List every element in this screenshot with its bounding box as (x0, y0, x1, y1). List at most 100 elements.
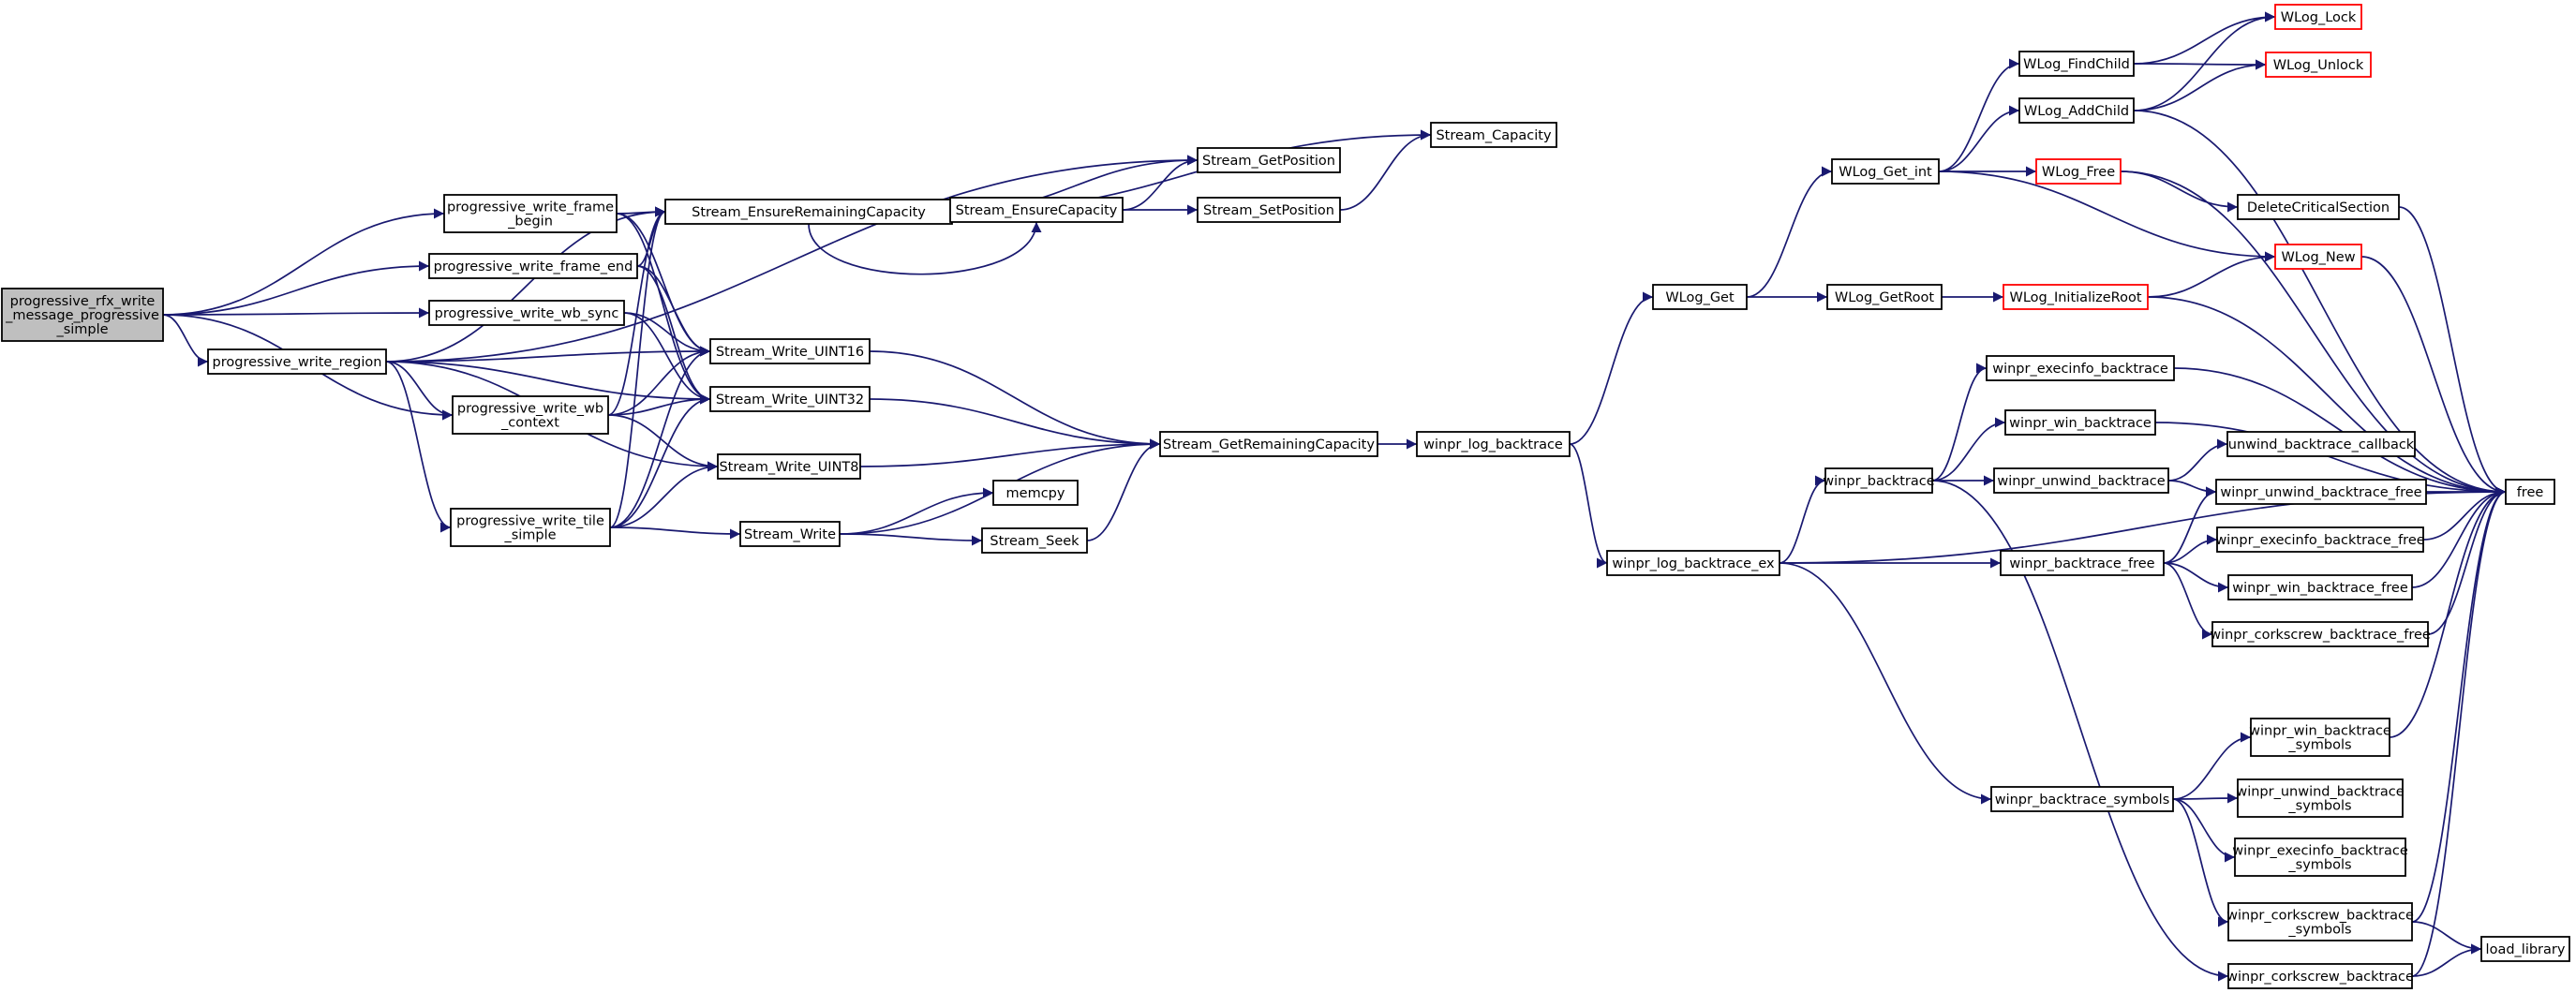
node-pwwc[interactable]: progressive_write_wb_context (452, 395, 609, 435)
node-sW[interactable]: Stream_Write (739, 521, 841, 547)
node-WLAdd[interactable]: WLog_AddChild (2018, 97, 2135, 124)
edge-WLFind-to-WLUnlock (2133, 59, 2267, 70)
node-box (2480, 936, 2570, 962)
node-wwinbt[interactable]: winpr_win_backtrace (2004, 409, 2156, 436)
edge-path (859, 438, 1161, 467)
edge-path (385, 361, 454, 421)
node-sGP[interactable]: Stream_GetPosition (1197, 147, 1341, 173)
edge-sERC-to-sEC (808, 221, 1042, 275)
edge-path (385, 361, 452, 533)
node-wexsym[interactable]: winpr_execinfo_backtrace_symbols (2232, 837, 2408, 877)
node-label: winpr_execinfo_backtrace (1992, 362, 2168, 377)
node-wunfree[interactable]: winpr_unwind_backtrace_free (2215, 479, 2427, 505)
edge-pwfe-to-sW32 (636, 265, 711, 405)
edge-wcssym-to-loadlib (2411, 921, 2482, 955)
node-box (2234, 837, 2406, 877)
node-label: progressive_write_tile (456, 514, 604, 529)
node-sW8[interactable]: Stream_Write_UINT8 (717, 453, 861, 480)
node-sERC[interactable]: Stream_EnsureRemainingCapacity (664, 199, 953, 225)
node-wcsbt[interactable]: winpr_corkscrew_backtrace (2226, 963, 2414, 989)
edge-path (1779, 475, 1826, 564)
node-box (981, 527, 1088, 554)
node-label: progressive_write_wb (457, 402, 603, 417)
edge-path (2167, 480, 2217, 497)
edge-path (2172, 798, 2229, 927)
edge-path (1746, 166, 1833, 298)
node-label: _simple (503, 528, 556, 543)
edge-pwr-to-sGP (385, 155, 1199, 363)
node-wwinfree[interactable]: winpr_win_backtrace_free (2227, 574, 2413, 600)
node-label: progressive_write_frame (447, 200, 614, 215)
node-pwws[interactable]: progressive_write_wb_sync (428, 300, 625, 326)
node-free[interactable]: free (2505, 479, 2555, 505)
node-WLInit[interactable]: WLog_InitializeRoot (2003, 284, 2149, 310)
node-WLFind[interactable]: WLog_FindChild (2018, 51, 2135, 77)
node-wbtsym[interactable]: winpr_backtrace_symbols (1990, 786, 2174, 812)
node-box (1990, 786, 2174, 812)
node-pwr[interactable]: progressive_write_region (207, 348, 387, 375)
edge-path (2163, 486, 2217, 564)
node-sEC[interactable]: Stream_EnsureCapacity (949, 197, 1124, 223)
node-pwfe[interactable]: progressive_write_frame_end (428, 253, 638, 279)
node-box (2265, 52, 2372, 78)
node-WLGetInt[interactable]: WLog_Get_int (1831, 158, 1940, 185)
node-label: winpr_corkscrew_backtrace_free (2210, 628, 2431, 643)
node-box (452, 395, 609, 435)
node-wbt[interactable]: winpr_backtrace (1823, 467, 1935, 494)
edge-path (1122, 155, 1199, 211)
edge-wwinfree-to-free (2411, 486, 2507, 588)
node-label: unwind_backtrace_callback (2228, 437, 2415, 452)
node-sCap[interactable]: Stream_Capacity (1430, 122, 1557, 148)
node-loadlib[interactable]: load_library (2480, 936, 2570, 962)
edge-pwfb-to-sW32 (616, 213, 711, 405)
node-wlb[interactable]: winpr_log_backtrace (1416, 431, 1571, 457)
node-DelCS[interactable]: DeleteCriticalSection (2237, 194, 2400, 220)
edge-path (385, 206, 666, 363)
node-wunbt[interactable]: winpr_unwind_backtrace (1993, 467, 2169, 494)
edge-pwr-to-sW16 (385, 346, 711, 363)
node-box (2227, 902, 2413, 941)
node-sW32[interactable]: Stream_Write_UINT32 (709, 386, 871, 412)
node-sW16[interactable]: Stream_Write_UINT16 (709, 338, 871, 364)
node-pwts[interactable]: progressive_write_tile_simple (450, 508, 611, 547)
node-memcpy[interactable]: memcpy (992, 480, 1079, 506)
node-box (949, 197, 1124, 223)
edge-path (2133, 11, 2276, 111)
node-wwinsym[interactable]: winpr_win_backtrace_symbols (2249, 718, 2391, 757)
node-WLFree[interactable]: WLog_Free (2035, 158, 2122, 185)
node-label: progressive_rfx_write (10, 294, 156, 309)
node-wunsym[interactable]: winpr_unwind_backtrace_symbols (2236, 778, 2405, 818)
node-WLNew[interactable]: WLog_New (2274, 244, 2362, 270)
edge-path (2147, 251, 2276, 298)
edge-wbt-to-wexbt (1931, 363, 1988, 482)
node-WLLock[interactable]: WLog_Lock (2274, 4, 2362, 30)
node-WLGetRoot[interactable]: WLog_GetRoot (1826, 284, 1943, 310)
node-label: Stream_GetPosition (1202, 154, 1335, 169)
node-sSeek[interactable]: Stream_Seek (981, 527, 1088, 554)
edge-path (839, 487, 994, 535)
node-label: winpr_win_backtrace (2009, 416, 2152, 431)
edge-pwts-to-sW32 (609, 393, 711, 528)
node-box (428, 253, 638, 279)
edge-WLAdd-to-free (2133, 110, 2507, 497)
node-unwcb[interactable]: unwind_backtrace_callback (2226, 431, 2416, 457)
node-label: WLog_Free (2042, 165, 2115, 180)
node-WLGet[interactable]: WLog_Get (1652, 284, 1748, 310)
node-wcssym[interactable]: winpr_corkscrew_backtrace_symbols (2226, 902, 2414, 941)
edge-path (2411, 486, 2507, 588)
node-wexbt[interactable]: winpr_execinfo_backtrace (1986, 355, 2175, 381)
node-wbtfree[interactable]: winpr_backtrace_free (2000, 550, 2165, 576)
edge-path (607, 414, 719, 472)
node-box (2226, 431, 2416, 457)
node-WLUnlock[interactable]: WLog_Unlock (2265, 52, 2372, 78)
node-wcsfree[interactable]: winpr_corkscrew_backtrace_free (2210, 621, 2431, 647)
node-box (207, 348, 387, 375)
node-sSP[interactable]: Stream_SetPosition (1197, 197, 1341, 223)
node-wexfree[interactable]: winpr_execinfo_backtrace_free (2215, 526, 2425, 553)
node-wlbex[interactable]: winpr_log_backtrace_ex (1606, 550, 1780, 576)
edge-pwts-to-sW16 (609, 346, 711, 528)
node-pwfb[interactable]: progressive_write_frame_begin (443, 194, 618, 233)
node-sGRC[interactable]: Stream_GetRemainingCapacity (1159, 431, 1378, 457)
node-label: winpr_execinfo_backtrace (2232, 844, 2408, 859)
node-root[interactable]: progressive_rfx_write_message_progressiv… (1, 288, 164, 342)
